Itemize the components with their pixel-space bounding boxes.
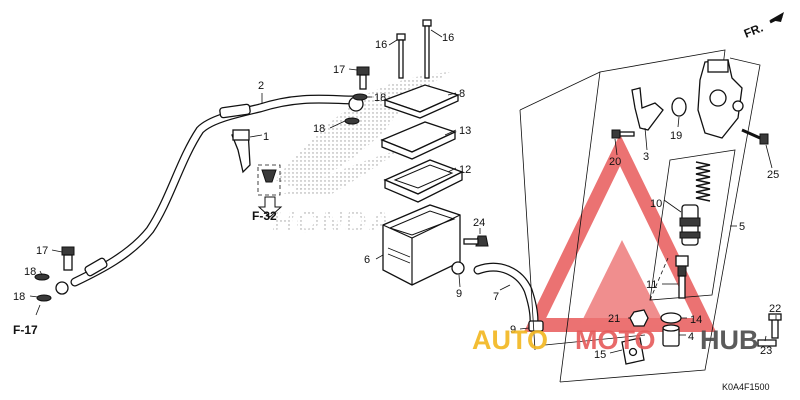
watermark-hub: HUB xyxy=(700,325,759,355)
callout-20: 20 xyxy=(609,156,621,168)
callout-8: 8 xyxy=(459,88,465,100)
clevis-pin xyxy=(768,313,782,339)
oil-bolt-upper xyxy=(356,66,370,90)
o-ring xyxy=(671,97,687,117)
callout-21: 21 xyxy=(608,313,620,325)
sealing-washer-lower-b xyxy=(36,294,52,302)
callout-16b: 16 xyxy=(442,32,454,44)
fluid-joint xyxy=(662,324,680,347)
callout-22: 22 xyxy=(769,303,781,315)
callout-18b: 18 xyxy=(313,123,325,135)
cover-screw-b xyxy=(422,19,432,79)
callout-16a: 16 xyxy=(375,39,387,51)
callout-9b: 9 xyxy=(510,324,516,336)
assembly-frame-inner xyxy=(649,149,736,301)
callout-1: 1 xyxy=(263,131,269,143)
reservoir-bolt xyxy=(463,235,489,247)
callout-19: 19 xyxy=(670,130,682,142)
callout-18c: 18 xyxy=(24,266,36,278)
brake-hose xyxy=(55,94,364,295)
watermark-text: AUTO MOTO HUB xyxy=(472,325,759,355)
oil-bolt-lower xyxy=(61,246,75,271)
sealing-washer-lower-a xyxy=(34,273,50,281)
inlet-joint xyxy=(631,87,664,131)
callout-5: 5 xyxy=(739,221,745,233)
callout-15: 15 xyxy=(594,349,606,361)
callout-3: 3 xyxy=(643,151,649,163)
callout-2: 2 xyxy=(258,80,264,92)
callout-18d: 18 xyxy=(13,291,25,303)
hose-clip-b xyxy=(528,320,544,332)
clamp-bolt xyxy=(257,164,283,218)
callout-9a: 9 xyxy=(456,288,462,300)
cover-screw-a xyxy=(396,33,406,79)
mounting-bolt xyxy=(741,128,769,145)
sealing-washer-upper-a xyxy=(352,93,368,101)
watermark-auto: AUTO xyxy=(472,325,548,355)
front-label: FR. xyxy=(742,21,765,41)
clevis xyxy=(621,337,645,365)
callout-18a: 18 xyxy=(374,92,386,104)
master-cylinder-body xyxy=(697,59,744,139)
piston-set xyxy=(679,204,701,246)
callout-13: 13 xyxy=(459,125,471,137)
callout-4: 4 xyxy=(688,331,694,343)
callout-24: 24 xyxy=(473,217,485,229)
callout-17b: 17 xyxy=(36,245,48,257)
joint-screw xyxy=(611,129,635,139)
hose-clip-a xyxy=(451,261,465,275)
front-direction-arrow: FR. xyxy=(742,12,784,41)
diagram-code: K0A4F1500 xyxy=(722,382,770,392)
callout-12: 12 xyxy=(459,164,471,176)
reservoir-hose xyxy=(473,262,539,325)
rod-boot xyxy=(660,312,682,324)
callout-25: 25 xyxy=(767,169,779,181)
callout-11: 11 xyxy=(646,279,657,291)
callout-7: 7 xyxy=(493,291,499,303)
callout-17a: 17 xyxy=(333,64,345,76)
callout-6: 6 xyxy=(364,254,370,266)
reservoir-tank xyxy=(382,204,461,286)
hose-clamp xyxy=(231,129,251,174)
reference-f32: F-32 xyxy=(252,209,277,223)
reference-f17: F-17 xyxy=(13,323,38,337)
callout-10: 10 xyxy=(650,198,662,210)
piston-spring xyxy=(695,161,711,202)
callout-23: 23 xyxy=(760,345,772,357)
sealing-washer-upper-b xyxy=(344,117,360,125)
push-rod xyxy=(675,255,689,299)
leader-lines xyxy=(29,29,777,354)
cotter-pin xyxy=(757,339,777,347)
watermark-triangle xyxy=(523,133,717,332)
callout-labels: 1 2 3 4 5 6 7 8 9 9 10 11 12 13 14 15 16… xyxy=(13,32,781,361)
callout-14: 14 xyxy=(690,314,702,326)
honda-logo-text: HONDA xyxy=(272,206,392,239)
watermark-moto: MOTO xyxy=(575,325,656,355)
